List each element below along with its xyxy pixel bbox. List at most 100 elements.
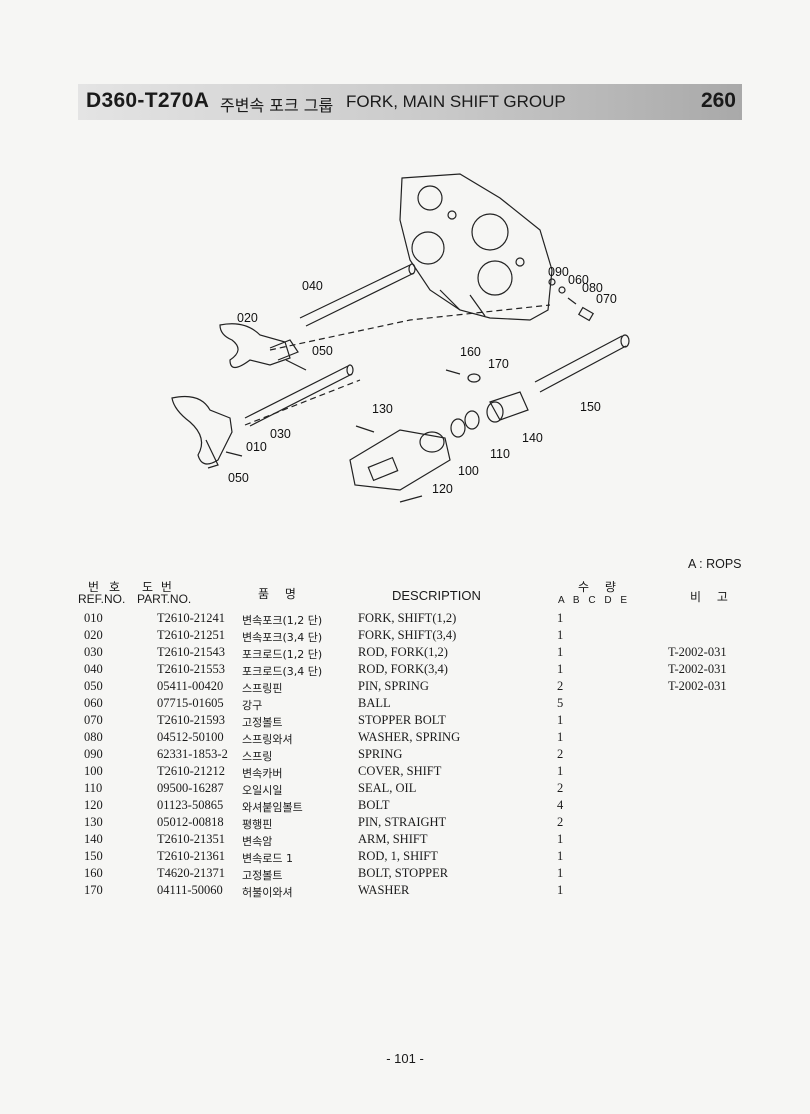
- header-ref-kr: 번호: [88, 580, 131, 594]
- name-kr: 스프링와셔: [242, 733, 293, 746]
- ref-no: 100: [84, 764, 103, 778]
- name-kr: 오일시일: [242, 784, 283, 797]
- ref-no: 120: [84, 798, 103, 812]
- ref-no: 130: [84, 815, 103, 829]
- label-040: 040: [302, 279, 323, 293]
- name-kr: 스프링: [242, 750, 273, 763]
- label-120: 120: [432, 482, 453, 496]
- name-kr: 고정볼트: [242, 716, 283, 729]
- description: FORK, SHIFT(1,2): [358, 611, 457, 625]
- description: BOLT: [358, 798, 390, 812]
- bolt-120: [399, 495, 423, 503]
- table-row: 140 T2610-21351 변속암 ARM, SHIFT 1: [0, 832, 810, 849]
- table-row: 160 T4620-21371 고정볼트 BOLT, STOPPER 1: [0, 866, 810, 883]
- shift-cover-100: [349, 429, 451, 491]
- exploded-parts-diagram: 040 020 050 030 010 050 090 060 080 070 …: [171, 173, 630, 503]
- alignment-line-lower: [244, 379, 361, 426]
- part-no: T2610-21361: [157, 849, 226, 863]
- part-no: T2610-21212: [157, 764, 226, 778]
- quantity: 5: [557, 696, 564, 710]
- part-no: T2610-21543: [157, 645, 226, 659]
- ref-no: 050: [84, 679, 103, 693]
- description: STOPPER BOLT: [358, 713, 446, 727]
- quantity: 1: [557, 866, 564, 880]
- header-ref-en: REF.NO.: [78, 592, 126, 606]
- description: ARM, SHIFT: [358, 832, 428, 846]
- shift-rod-150: [534, 334, 630, 393]
- part-no: 01123-50865: [157, 798, 224, 812]
- label-160: 160: [460, 345, 481, 359]
- part-no: T2610-21553: [157, 662, 226, 676]
- description: ROD, FORK(3,4): [358, 662, 448, 676]
- remarks: T-2002-031: [668, 679, 727, 693]
- part-no: T2610-21351: [157, 832, 226, 846]
- quantity: 1: [557, 832, 564, 846]
- label-080: 080: [582, 281, 603, 295]
- part-no: 05012-00818: [157, 815, 224, 829]
- description: ROD, FORK(1,2): [358, 645, 448, 659]
- label-020: 020: [237, 311, 258, 325]
- header-qty-cols: A B C D E: [558, 595, 628, 606]
- part-no: 04512-50100: [157, 730, 224, 744]
- name-kr: 변속포크(3,4 단): [242, 631, 323, 644]
- quantity: 1: [557, 730, 564, 744]
- description: COVER, SHIFT: [358, 764, 442, 778]
- description: BALL: [358, 696, 391, 710]
- name-kr: 스프링핀: [242, 682, 283, 695]
- table-row: 050 05411-00420 스프링핀 PIN, SPRING 2 T-200…: [0, 679, 810, 696]
- name-kr: 평행핀: [242, 818, 273, 831]
- table-row: 020 T2610-21251 변속포크(3,4 단) FORK, SHIFT(…: [0, 628, 810, 645]
- fork-rod-030: [244, 364, 354, 427]
- quantity: 2: [557, 815, 564, 829]
- table-row: 090 62331-1853-2 스프링 SPRING 2: [0, 747, 810, 764]
- ref-no: 170: [84, 883, 103, 897]
- label-150: 150: [580, 400, 601, 414]
- ref-no: 070: [84, 713, 103, 727]
- oil-seals-110: [450, 410, 480, 438]
- label-110: 110: [490, 447, 510, 461]
- name-kr: 고정볼트: [242, 869, 283, 882]
- table-row: 040 T2610-21553 포크로드(3,4 단) ROD, FORK(3,…: [0, 662, 810, 679]
- label-070: 070: [596, 292, 617, 306]
- header-part-en: PART.NO.: [137, 592, 192, 606]
- ref-no: 150: [84, 849, 103, 863]
- part-no: T2610-21593: [157, 713, 226, 727]
- table-row: 130 05012-00818 평행핀 PIN, STRAIGHT 2: [0, 815, 810, 832]
- ref-no: 160: [84, 866, 103, 880]
- label-090: 090: [548, 265, 569, 279]
- ref-no: 140: [84, 832, 103, 846]
- name-kr: 변속포크(1,2 단): [242, 614, 323, 627]
- label-050b: 050: [228, 471, 249, 485]
- ref-no: 030: [84, 645, 103, 659]
- ref-no: 110: [84, 781, 103, 795]
- name-kr: 와셔붙임볼트: [242, 801, 303, 814]
- ref-no: 040: [84, 662, 103, 676]
- page-header: D360-T270A 주변속 포크 그룹 FORK, MAIN SHIFT GR…: [78, 84, 742, 120]
- label-170: 170: [488, 357, 509, 371]
- ref-no: 010: [84, 611, 103, 625]
- table-row: 100 T2610-21212 변속카버 COVER, SHIFT 1: [0, 764, 810, 781]
- page-number: - 101 -: [386, 1051, 424, 1066]
- group-title-korean: 주변속 포크 그룹: [220, 96, 334, 115]
- part-no: 07715-01605: [157, 696, 224, 710]
- ref-no: 060: [84, 696, 103, 710]
- header-part-kr: 도 번: [142, 580, 174, 594]
- group-title-english: FORK, MAIN SHIFT GROUP: [346, 92, 566, 111]
- table-row: 150 T2610-21361 변속로드 1 ROD, 1, SHIFT 1: [0, 849, 810, 866]
- shift-fork-020: [219, 323, 299, 369]
- table-row: 010 T2610-21241 변속포크(1,2 단) FORK, SHIFT(…: [0, 611, 810, 628]
- description: PIN, STRAIGHT: [358, 815, 447, 829]
- remarks: T-2002-031: [668, 662, 727, 676]
- table-row: 070 T2610-21593 고정볼트 STOPPER BOLT 1: [0, 713, 810, 730]
- spring-pin-050a: [285, 359, 307, 371]
- label-060: 060: [568, 273, 589, 287]
- label-140: 140: [522, 431, 543, 445]
- label-010: 010: [246, 440, 267, 454]
- description: WASHER, SPRING: [358, 730, 461, 744]
- quantity: 1: [557, 764, 564, 778]
- label-030: 030: [270, 427, 291, 441]
- quantity: 1: [557, 713, 564, 727]
- stopper-bolt-parts: [445, 369, 481, 383]
- table-row: 110 09500-16287 오일시일 SEAL, OIL 2: [0, 781, 810, 798]
- quantity: 1: [557, 662, 564, 676]
